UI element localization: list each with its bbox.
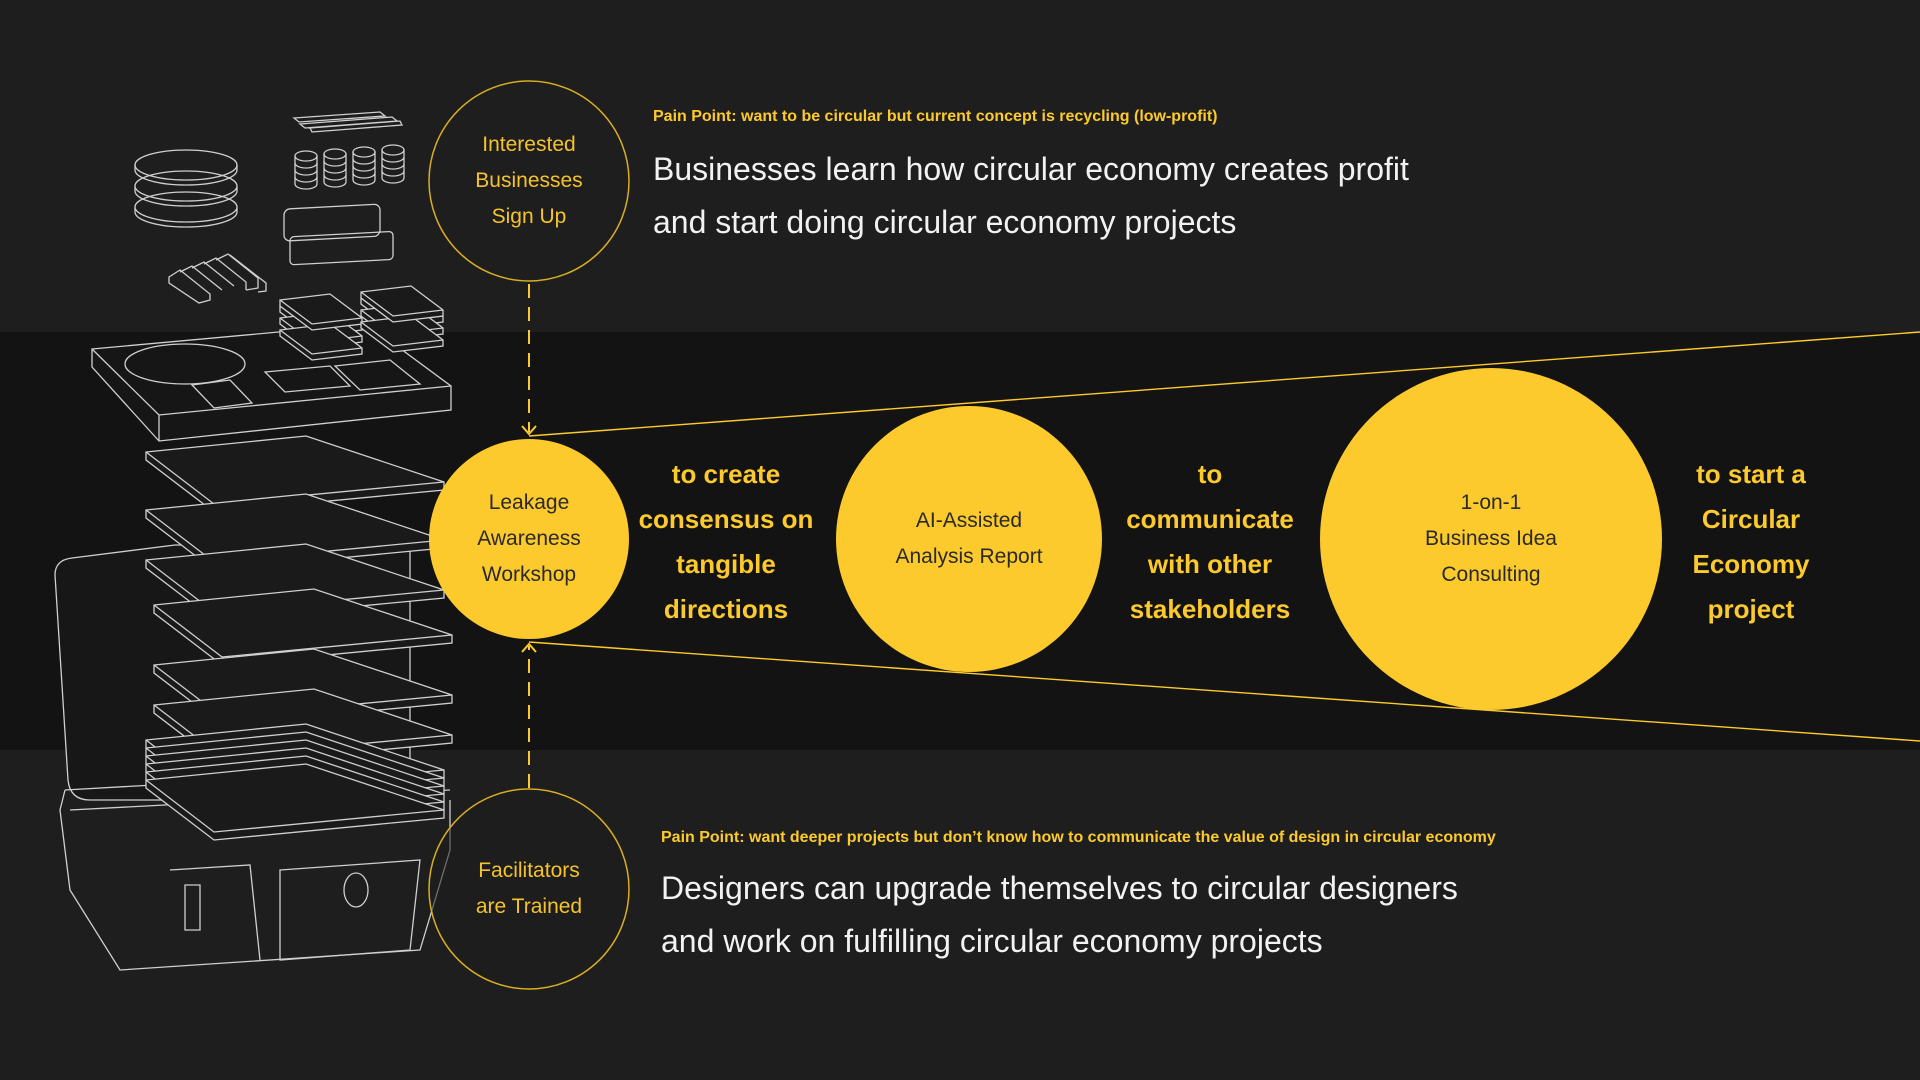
connector-text-1: to create consensus on tangible directio…: [638, 459, 814, 624]
circle-consulting: [1320, 368, 1662, 710]
funnel-top-line: [528, 331, 1920, 437]
arrow-up-icon: [521, 642, 537, 653]
headline-bottom-line2: and work on fulfilling circular economy …: [661, 923, 1323, 959]
step-report-label: AI-Assisted Analysis Report: [895, 509, 1043, 568]
pain-point-bottom: Pain Point: want deeper projects but don…: [661, 829, 1496, 846]
connector-text-3: to start a Circular Economy project: [1692, 459, 1810, 624]
headline-top-line1: Businesses learn how circular economy cr…: [653, 151, 1409, 187]
circle-sign-up: [428, 80, 630, 282]
circle-facilitators: [428, 788, 630, 990]
discs-icon: [134, 149, 238, 228]
comb-icon: [168, 253, 267, 304]
step-facilitators-label: Facilitators are Trained: [475, 859, 583, 918]
step-workshop-label: Leakage Awareness Workshop: [477, 491, 581, 586]
step-sign-up-label: Interested Businesses Sign Up: [475, 133, 583, 228]
circle-workshop: [429, 439, 629, 639]
headline-top-line2: and start doing circular economy project…: [653, 204, 1237, 240]
funnel-bottom-line: [528, 641, 1920, 742]
pain-point-top: Pain Point: want to be circular but curr…: [653, 108, 1218, 125]
connector-text-2: to communicate with other stakeholders: [1126, 459, 1294, 624]
circle-report: [836, 406, 1102, 672]
arrow-down-icon: [521, 425, 537, 436]
sticks-icon: [292, 111, 404, 133]
headline-bottom-line1: Designers can upgrade themselves to circ…: [661, 870, 1458, 906]
step-consulting-label: 1-on-1 Business Idea Consulting: [1425, 491, 1557, 586]
box-icon: [283, 203, 394, 266]
